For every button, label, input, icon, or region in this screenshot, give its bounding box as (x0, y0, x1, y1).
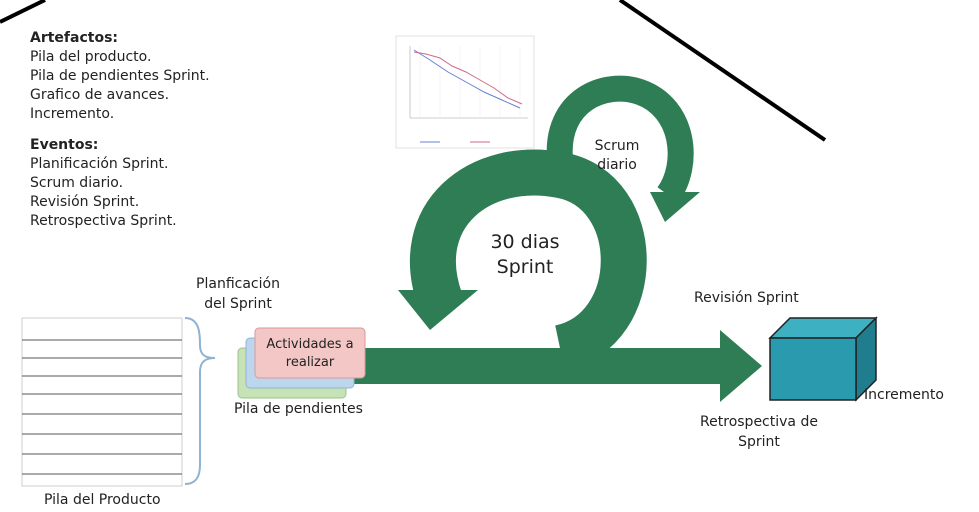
daily-scrum-label: Scrum diario (582, 137, 652, 175)
artefactos-section: Artefactos: Pila del producto. Pila de p… (30, 29, 210, 124)
increment-cube (768, 316, 878, 402)
main-flow-arrow (345, 330, 762, 402)
sprint-planning-line2: del Sprint (204, 296, 272, 312)
sprint-cycle-arrowhead (398, 290, 478, 330)
artefacto-item: Pila de pendientes Sprint. (30, 68, 210, 84)
daily-scrum-loop (546, 75, 694, 203)
note-pink (254, 327, 366, 379)
evento-item: Revisión Sprint. (30, 194, 140, 210)
artefactos-header: Artefactos: (30, 30, 119, 46)
evento-item: Planificación Sprint. (30, 156, 169, 172)
daily-scrum-arrowhead (650, 192, 700, 222)
product-backlog-label: Pila del Producto (44, 492, 161, 508)
backlog-brace (184, 317, 216, 485)
artefacto-item: Incremento. (30, 106, 115, 122)
artefacto-item: Pila del producto. (30, 49, 152, 65)
activities-line1: Actividades a (266, 337, 354, 352)
sprint-duration-line2: Sprint (496, 256, 554, 278)
sprint-review-label: Revisión Sprint (694, 290, 799, 306)
increment-label: Incremento (864, 387, 944, 403)
sprint-backlog-label: Pila de pendientes (234, 401, 363, 417)
retrospective-line2: Sprint (738, 434, 780, 450)
sprint-cycle-loop (409, 149, 647, 371)
activities-line2: realizar (285, 355, 335, 370)
activities-note-text: Actividades a realizar (255, 336, 365, 372)
evento-item: Scrum diario. (30, 175, 124, 191)
eventos-section: Eventos: Planificación Sprint. Scrum dia… (30, 136, 177, 231)
eventos-header: Eventos: (30, 137, 99, 153)
corner-line-left (0, 0, 46, 24)
sprint-duration-label: 30 dias Sprint (470, 230, 580, 280)
corner-line-right (618, 0, 827, 142)
daily-scrum-line1: Scrum (594, 138, 640, 154)
evento-item: Retrospectiva Sprint. (30, 213, 177, 229)
artefacto-item: Grafico de avances. (30, 87, 170, 103)
retrospective-label: Retrospectiva de Sprint (684, 412, 834, 452)
sprint-planning-label: Planficación del Sprint (168, 274, 308, 314)
sprint-planning-line1: Planficación (196, 276, 280, 292)
sprint-duration-line1: 30 dias (490, 231, 560, 253)
product-backlog-stack (21, 317, 183, 487)
burndown-chart-thumbnail (395, 35, 535, 149)
retrospective-line1: Retrospectiva de (700, 414, 818, 430)
daily-scrum-line2: diario (597, 157, 637, 173)
